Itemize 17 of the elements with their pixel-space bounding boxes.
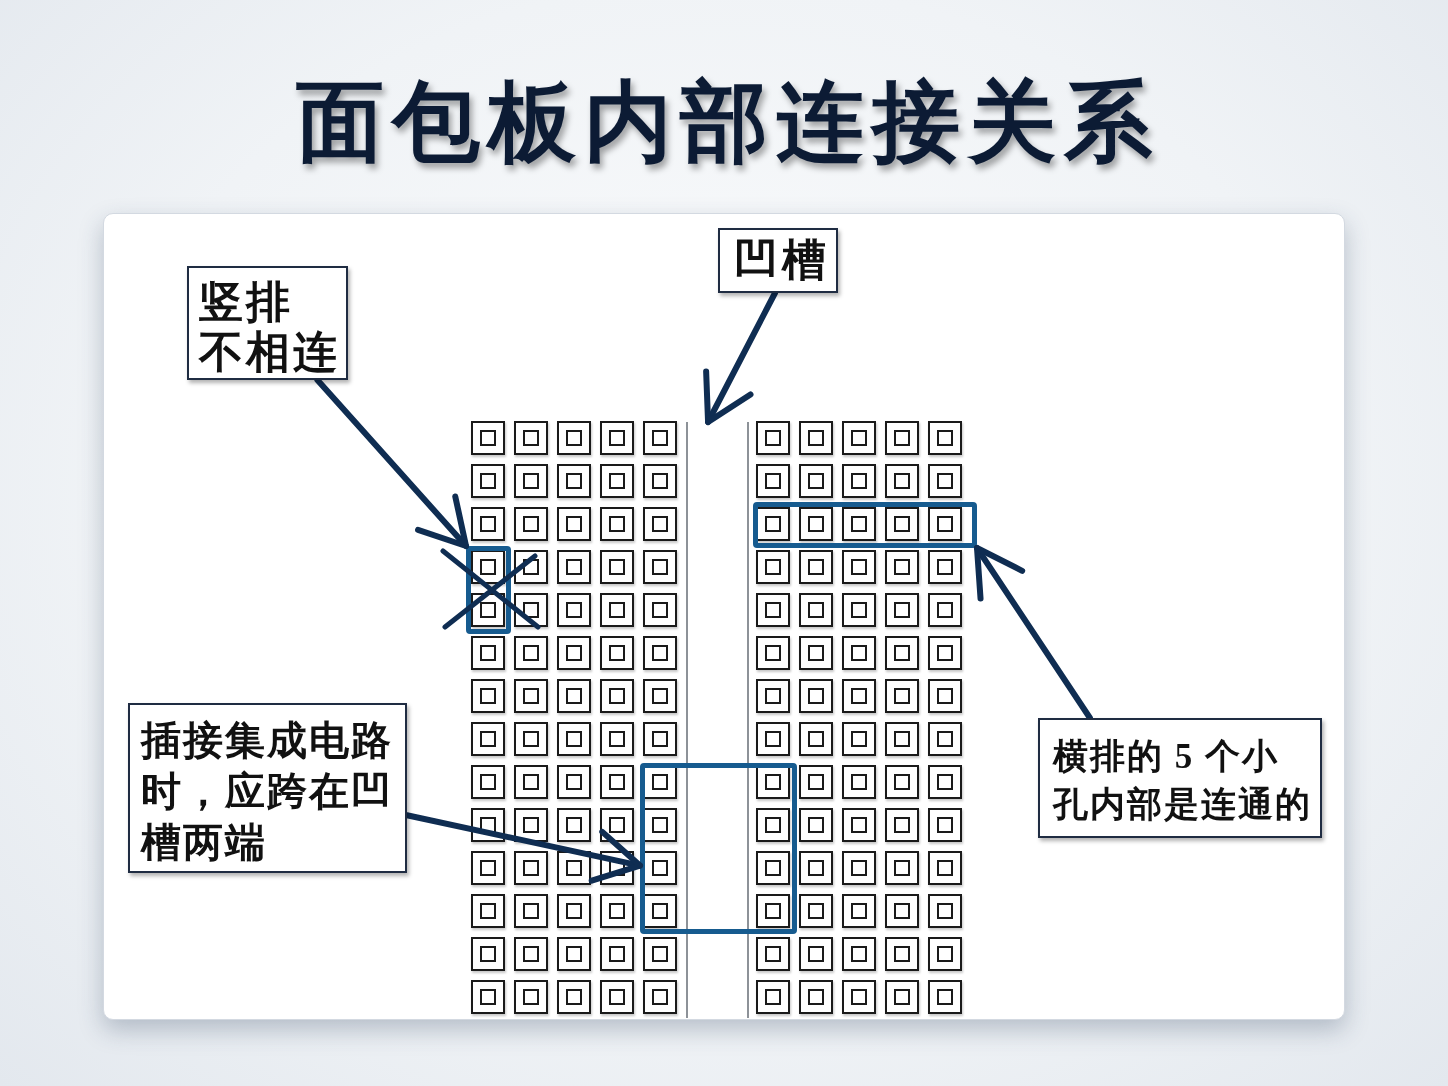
groove-channel: [686, 422, 749, 1018]
leader-arrow: [703, 290, 778, 425]
callout-text: 横排的 5 个小孔内部是连通的: [1053, 736, 1313, 826]
callout-box: [718, 228, 838, 293]
title: 面包板内部连接关系: [295, 68, 1160, 175]
callout-text: 竖排不相连: [199, 278, 338, 378]
leader-arrow: [404, 812, 643, 884]
highlight-frame: [753, 502, 977, 548]
highlight-frame: [466, 546, 511, 634]
callout-text: 凹槽: [734, 235, 831, 287]
callout-box: [128, 703, 407, 873]
leader-arrow: [974, 545, 1093, 721]
highlight-frame: [640, 763, 797, 934]
callout-text: 插接集成电路时，应跨在凹槽两端: [141, 717, 394, 867]
callout-box: [1038, 718, 1322, 838]
callout-box: [187, 266, 348, 380]
leader-arrow: [314, 377, 469, 549]
